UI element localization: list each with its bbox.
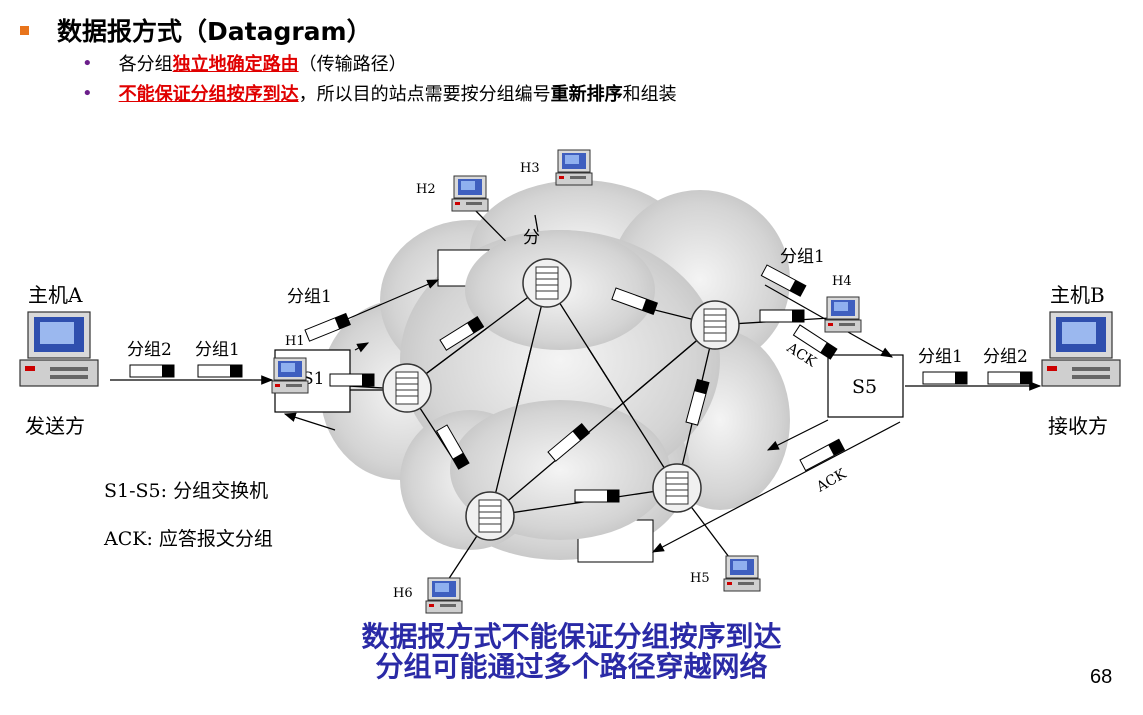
bullet-2: • 不能保证分组按序到达，所以目的站点需要按分组编号重新排序和组装 bbox=[82, 80, 677, 106]
bullet-1-prefix: 各分组 bbox=[118, 54, 173, 75]
host-a-computer-icon bbox=[19, 311, 99, 387]
packet-icon bbox=[987, 371, 1033, 385]
slide-heading: 数据报方式（Datagram） bbox=[20, 12, 372, 48]
host-h1-label: H1 bbox=[285, 334, 305, 349]
host-h6-label: H6 bbox=[393, 586, 413, 601]
switch-node bbox=[690, 300, 740, 350]
host-h4-computer-icon bbox=[824, 296, 862, 333]
packet1-label: 分组1 bbox=[918, 347, 963, 367]
bullet-1-suffix: （传输路径） bbox=[298, 54, 407, 75]
flow-arrows bbox=[110, 279, 1042, 553]
packet-icon bbox=[922, 371, 968, 385]
bottom-caption-line2: 分组可能通过多个路径穿越网络 bbox=[375, 650, 768, 683]
network-links-overlay bbox=[406, 282, 716, 517]
packet-icon bbox=[197, 364, 243, 378]
bullet-2-highlight: 不能保证分组按序到达 bbox=[118, 84, 299, 105]
packet1-label: 分组1 bbox=[195, 340, 240, 360]
bullet-2-tail: 和组装 bbox=[622, 84, 677, 105]
bullet-1: • 各分组独立地确定路由（传输路径） bbox=[82, 50, 407, 76]
ack-label: ACK bbox=[813, 466, 849, 496]
switch-node bbox=[382, 363, 432, 413]
bottom-caption-line1: 数据报方式不能保证分组按序到达 bbox=[361, 620, 782, 653]
host-h1-computer-icon bbox=[271, 357, 309, 394]
packet-icon bbox=[129, 364, 175, 378]
host-b-computer-icon bbox=[1041, 311, 1121, 387]
legend-ack: ACK: 应答报文分组 bbox=[103, 528, 273, 550]
bullet-1-highlight: 独立地确定路由 bbox=[172, 54, 299, 75]
bullet-2-bold: 重新排序 bbox=[550, 84, 623, 105]
slide-title: 数据报方式（Datagram） bbox=[57, 17, 372, 46]
host-h6-computer-icon bbox=[425, 577, 463, 614]
packet-icon bbox=[329, 373, 375, 387]
switch-node bbox=[652, 463, 702, 513]
switch-s5-label: S5 bbox=[852, 376, 877, 398]
packet1-label: 分组1 bbox=[287, 287, 332, 307]
bullet-dot-icon: • bbox=[82, 52, 93, 74]
host-h2-label: H2 bbox=[416, 182, 436, 197]
receiver-label: 接收方 bbox=[1048, 414, 1108, 438]
host-b-label: 主机B bbox=[1050, 283, 1105, 307]
packet2-label: 分组2 bbox=[127, 340, 172, 360]
host-h2-computer-icon bbox=[451, 175, 489, 212]
switch-node bbox=[465, 491, 515, 541]
packet2-label: 分组2 bbox=[983, 347, 1028, 367]
sender-label: 发送方 bbox=[25, 414, 85, 438]
host-h5-label: H5 bbox=[690, 571, 710, 586]
host-h4-label: H4 bbox=[832, 274, 852, 289]
slide-number: 68 bbox=[1090, 666, 1113, 688]
host-h3-computer-icon bbox=[555, 149, 593, 186]
packet1-label: 分组1 bbox=[780, 247, 825, 267]
packet-icon bbox=[759, 309, 805, 323]
switch-node bbox=[522, 258, 572, 308]
bullet-dot-icon: • bbox=[82, 82, 93, 104]
partial-label: 分 bbox=[523, 228, 540, 248]
legend-switch: S1-S5: 分组交换机 bbox=[104, 480, 268, 502]
host-a-label: 主机A bbox=[28, 283, 83, 307]
host-h3-label: H3 bbox=[520, 161, 540, 176]
orange-square-bullet-icon bbox=[20, 25, 29, 35]
host-h5-computer-icon bbox=[723, 555, 761, 592]
switch-s5-box bbox=[827, 354, 904, 418]
packet-icon bbox=[574, 489, 620, 503]
bullet-2-suffix: ，所以目的站点需要按分组编号 bbox=[298, 84, 551, 105]
